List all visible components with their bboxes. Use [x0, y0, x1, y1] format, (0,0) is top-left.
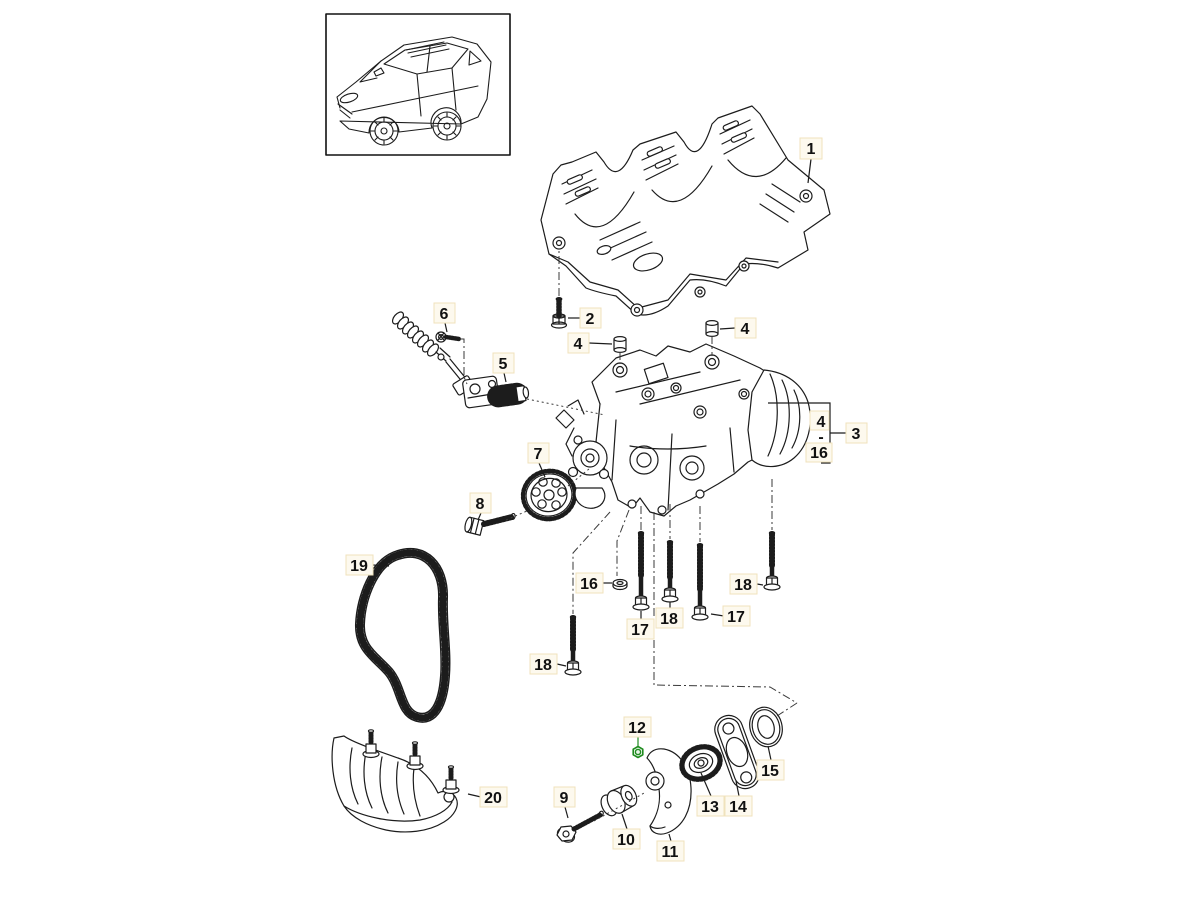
- svg-text:4[interactable]: 4: [817, 414, 826, 431]
- callout-19[interactable]: 19: [345, 554, 374, 576]
- callout-20[interactable]: 20: [479, 786, 508, 808]
- vehicle-thumbnail: [325, 13, 511, 156]
- svg-text:18[interactable]: 18: [660, 611, 678, 628]
- part-bolt-18-right: [763, 531, 781, 591]
- callout-18-center[interactable]: 18: [655, 607, 684, 629]
- callout-18-right[interactable]: 18: [729, 573, 758, 595]
- svg-text:19[interactable]: 19: [350, 558, 368, 575]
- part-solenoid-valve-5: [462, 375, 530, 409]
- callout-11[interactable]: 11: [656, 840, 685, 862]
- callout-18-left[interactable]: 18: [529, 653, 558, 675]
- part-baffle-cover-20: [331, 729, 460, 833]
- part-dowel-4-left: [613, 336, 627, 354]
- part-sprocket-7: [520, 468, 578, 522]
- part-bolt-8: [464, 512, 516, 536]
- svg-text:13[interactable]: 13: [701, 799, 719, 816]
- svg-text:9[interactable]: 9: [560, 790, 569, 807]
- part-chain-19: [355, 547, 451, 723]
- callout-15[interactable]: 15: [756, 759, 785, 781]
- stud: [406, 741, 424, 771]
- callout-3[interactable]: 3: [845, 422, 868, 444]
- svg-text:18[interactable]: 18: [534, 657, 552, 674]
- stud: [362, 729, 380, 759]
- svg-text:17[interactable]: 17: [631, 622, 649, 639]
- callout-10[interactable]: 10: [612, 828, 641, 850]
- callout-17-right[interactable]: 17: [722, 605, 751, 627]
- part-bolt-18-center: [661, 540, 679, 603]
- svg-text:1[interactable]: 1: [807, 141, 816, 158]
- callout-7[interactable]: 7: [527, 442, 550, 464]
- svg-text:3[interactable]: 3: [852, 426, 861, 443]
- callout-4-left[interactable]: 4: [567, 332, 590, 354]
- callout-17-center[interactable]: 17: [626, 618, 655, 640]
- part-gasket-14: [714, 714, 760, 790]
- svg-text:6[interactable]: 6: [440, 306, 449, 323]
- part-bolt-17-center: [632, 531, 650, 611]
- callout-range-4-16[interactable]: 4 - 16: [805, 410, 833, 463]
- callout-1[interactable]: 1: [799, 137, 823, 160]
- part-bolt-18-left: [564, 615, 582, 676]
- svg-text:15[interactable]: 15: [761, 763, 779, 780]
- svg-text:17[interactable]: 17: [727, 609, 745, 626]
- leader-lines: [372, 158, 847, 842]
- svg-text:2[interactable]: 2: [586, 311, 595, 328]
- svg-text:20[interactable]: 20: [484, 790, 502, 807]
- part-sensor-cable: [391, 311, 475, 396]
- callout-14[interactable]: 14: [724, 795, 753, 817]
- svg-text:-[interactable]: -: [818, 429, 823, 446]
- svg-text:4[interactable]: 4: [741, 321, 750, 338]
- callout-6[interactable]: 6: [433, 302, 456, 324]
- callout-4-right[interactable]: 4: [734, 317, 757, 339]
- callout-9[interactable]: 9: [553, 786, 576, 808]
- svg-text:7[interactable]: 7: [534, 446, 543, 463]
- part-gear-13: [679, 744, 723, 782]
- part-windage-tray: [540, 105, 831, 317]
- svg-text:16[interactable]: 16: [580, 576, 598, 593]
- callout-2[interactable]: 2: [579, 307, 602, 329]
- part-bolt-17-right: [691, 543, 709, 621]
- svg-text:5[interactable]: 5: [499, 356, 508, 373]
- svg-text:18[interactable]: 18: [734, 577, 752, 594]
- svg-text:16[interactable]: 16: [810, 445, 828, 462]
- svg-text:11[interactable]: 11: [662, 844, 679, 861]
- callout-13[interactable]: 13: [696, 795, 725, 817]
- stud: [442, 765, 460, 795]
- callout-12[interactable]: 12: [623, 716, 652, 738]
- part-oil-pump-assembly: [555, 343, 811, 517]
- svg-text:10[interactable]: 10: [617, 832, 635, 849]
- part-bolt-9: [556, 810, 604, 843]
- part-nut-12-highlighted[interactable]: [632, 745, 644, 759]
- callout-16[interactable]: 16: [575, 572, 604, 594]
- part-bolt-6: [435, 331, 462, 343]
- part-washer-16: [612, 578, 628, 591]
- assembly-center-lines: [460, 249, 798, 822]
- part-dowel-4-right: [705, 320, 719, 338]
- part-ring-15: [749, 706, 783, 748]
- part-bolt-2: [550, 297, 568, 329]
- svg-text:14[interactable]: 14: [729, 799, 747, 816]
- svg-text:8[interactable]: 8: [476, 496, 485, 513]
- svg-text:12[interactable]: 12: [628, 720, 646, 737]
- callout-8[interactable]: 8: [469, 492, 492, 514]
- callout-labels: 1 2 4 4 6 5 4 - 16 3: [345, 137, 868, 862]
- svg-text:4[interactable]: 4: [574, 336, 583, 353]
- callout-5[interactable]: 5: [492, 352, 515, 374]
